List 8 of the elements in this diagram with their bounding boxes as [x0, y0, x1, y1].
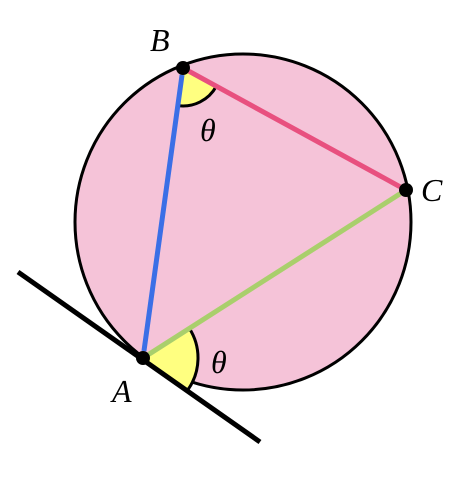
angle-label: θ — [200, 114, 216, 146]
point-label: C — [421, 174, 442, 206]
angle-label: θ — [211, 346, 227, 378]
point-label: B — [150, 24, 170, 56]
chord-line — [188, 69, 402, 189]
chord-line — [148, 192, 402, 356]
point-label: A — [112, 375, 132, 407]
chord-line — [141, 74, 185, 352]
